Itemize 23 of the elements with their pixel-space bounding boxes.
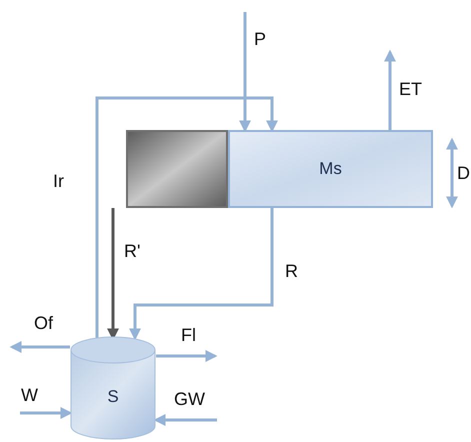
arrow bbox=[154, 414, 217, 426]
arrow bbox=[156, 350, 218, 362]
arrow bbox=[129, 208, 274, 340]
edge-label: R' bbox=[123, 242, 142, 260]
storage-cylinder bbox=[70, 336, 156, 440]
arrow bbox=[96, 96, 278, 338]
storage-label: S bbox=[107, 386, 119, 408]
edge-label: Ir bbox=[52, 172, 65, 190]
process-box bbox=[228, 130, 433, 208]
shaded-box bbox=[126, 130, 228, 208]
edge-label: W bbox=[20, 386, 39, 404]
edge-label: Of bbox=[33, 314, 54, 332]
edge-label: Fl bbox=[180, 326, 197, 344]
arrow bbox=[10, 341, 70, 353]
dimension-label: D bbox=[457, 164, 470, 182]
arrow bbox=[384, 50, 396, 130]
edge-label: ET bbox=[398, 80, 424, 98]
edge-label: R bbox=[284, 262, 299, 280]
edge-label: GW bbox=[173, 390, 206, 408]
edge-label: P bbox=[253, 30, 268, 48]
arrow bbox=[239, 12, 251, 132]
arrow bbox=[20, 407, 72, 419]
box-label: Ms bbox=[319, 158, 342, 180]
